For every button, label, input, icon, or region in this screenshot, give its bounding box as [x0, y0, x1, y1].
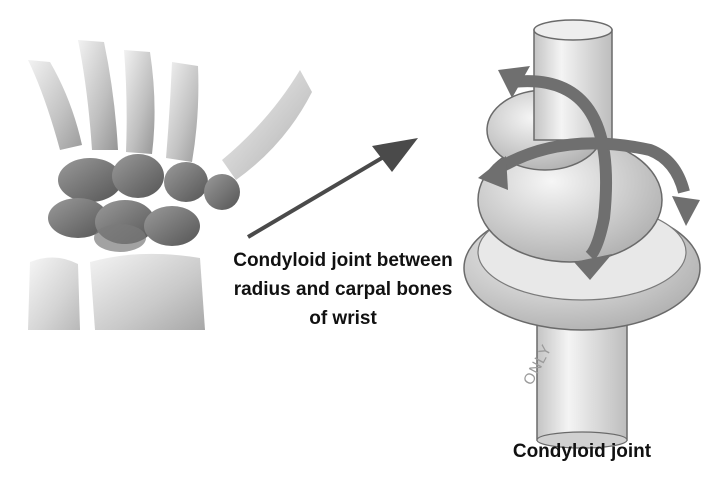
condyloid-joint-model	[463, 19, 701, 449]
radius-bone	[90, 253, 205, 330]
wrist-caption: Condyloid joint between radius and carpa…	[208, 246, 478, 333]
wrist-caption-line-1: Condyloid joint between	[233, 250, 453, 271]
metacarpal-bone	[124, 50, 155, 154]
carpal-bone	[58, 158, 122, 202]
movement-arrowhead	[672, 196, 700, 226]
wrist-caption-line-3: of wrist	[309, 308, 377, 329]
carpal-bone	[48, 198, 108, 238]
movement-arrow	[511, 75, 613, 261]
metacarpal-bone	[78, 40, 118, 150]
movement-arrowhead	[498, 66, 530, 98]
carpal-bone	[94, 224, 146, 252]
metacarpal-bone	[28, 60, 82, 150]
wrist-caption-line-2: radius and carpal bones	[233, 279, 453, 300]
metacarpal-bone	[166, 62, 199, 162]
pointer-arrow	[246, 138, 418, 239]
ulna-bone	[28, 257, 80, 330]
movement-arrow	[492, 137, 690, 194]
movement-arrowhead	[478, 156, 508, 190]
wrist-bones-illustration	[28, 40, 312, 330]
movement-arrowhead	[574, 254, 612, 280]
carpal-bone	[112, 154, 164, 198]
thumb-metacarpal-bone	[222, 70, 312, 180]
joint-label: Condyloid joint	[512, 441, 652, 462]
carpal-bone	[164, 162, 208, 202]
upper-shaft-top	[533, 19, 613, 41]
carpal-bone	[204, 174, 240, 210]
carpal-bone	[144, 206, 200, 246]
lower-shaft	[536, 319, 628, 441]
